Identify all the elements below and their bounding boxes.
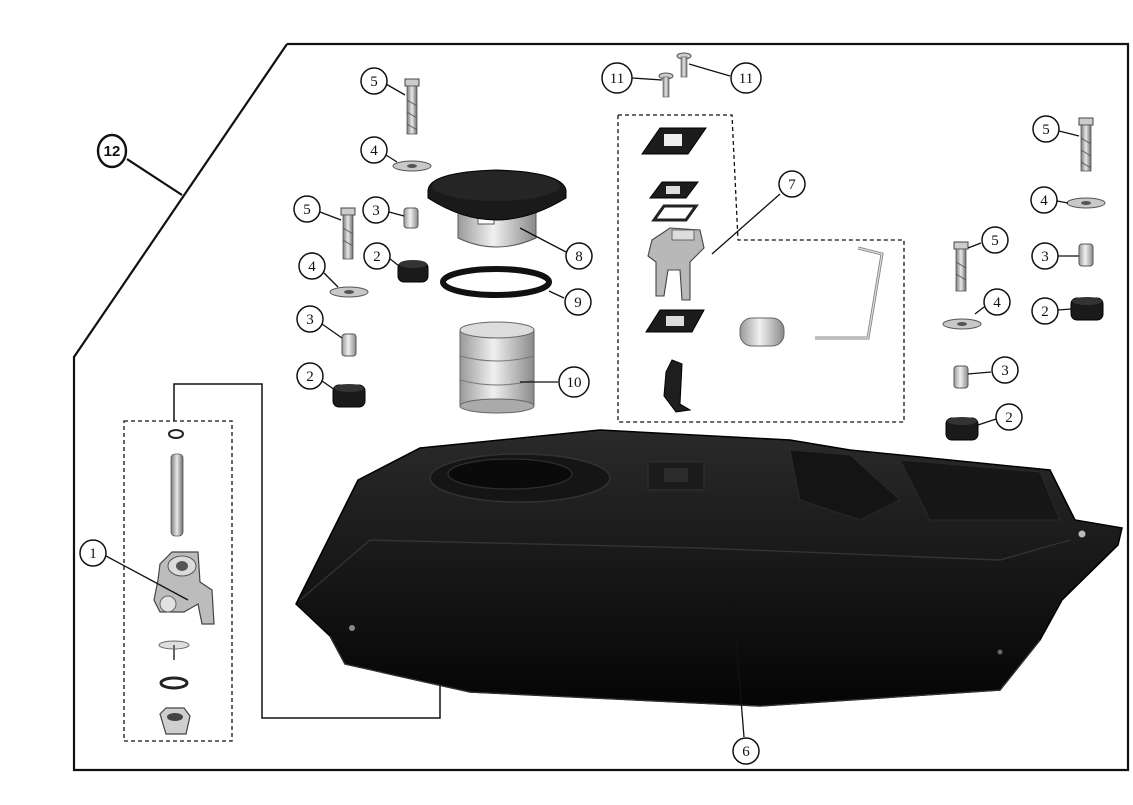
mount-far-left-rubber [332,384,366,408]
callout-label-5a: 5 [370,74,378,90]
callout-8: 8 [519,227,593,270]
callout-10: 10 [520,366,590,398]
callout-label-4d: 4 [1040,193,1048,209]
mount-right-mid-rubber [945,417,979,441]
callout-label-2d: 2 [1041,304,1049,320]
callout-5a: 5 [360,67,406,96]
fuel-cap [427,169,567,248]
callout-6: 6 [732,599,760,765]
fuel-filter-strainer [459,321,535,414]
mount-left-rubber [397,260,429,283]
callout-label-5b: 5 [303,202,311,218]
callout-label-3b: 3 [306,312,314,328]
callout-2d: 2 [1031,297,1072,325]
callout-2c: 2 [977,403,1023,431]
mount-far-left-washer [329,286,369,298]
callout-5d: 5 [1032,115,1080,143]
callout-label-2b: 2 [306,369,314,385]
fuel-tank [295,429,1123,707]
callout-label-3d: 3 [1041,249,1049,265]
callout-5c: 5 [967,226,1009,254]
callout-3a: 3 [362,196,405,224]
callout-label-8: 8 [575,249,583,265]
callout-label-6: 6 [742,744,750,760]
callout-label-5c: 5 [991,233,999,249]
callout-9: 9 [548,288,592,316]
assembly-frame [72,42,1130,772]
callout-12: 12 [96,133,183,196]
callout-label-1: 1 [89,546,97,562]
callout-4c: 4 [974,288,1011,316]
callout-label-7: 7 [788,177,796,193]
callout-label-2a: 2 [373,249,381,265]
mount-far-right-collar [1078,243,1094,267]
mount-right-mid-washer [942,318,982,330]
mount-right-mid-bolt [953,241,969,292]
callout-2a: 2 [363,242,400,270]
mount-far-right-bolt [1078,117,1094,172]
callout-label-11a: 11 [610,71,624,87]
mount-left-collar [403,207,419,229]
screw-11-right [676,52,692,78]
fuel-gauge-group-box [617,114,905,423]
callout-label-4b: 4 [308,259,316,275]
callout-label-3c: 3 [1001,363,1009,379]
mount-far-right-washer [1066,197,1106,209]
mount-far-right-rubber [1070,297,1104,321]
mount-left-bolt [404,78,420,135]
callout-4a: 4 [360,136,398,164]
mount-left-washer [392,160,432,172]
callout-label-4c: 4 [993,295,1001,311]
callout-3c: 3 [967,356,1019,384]
fuel-gauge-parts [641,127,884,413]
callout-11a: 11 [601,62,663,94]
callout-5b: 5 [293,195,342,223]
callout-4d: 4 [1030,186,1069,214]
callout-7: 7 [711,170,806,255]
callout-4b: 4 [298,252,339,288]
fuel-cock-group-box [123,383,441,742]
callout-label-11b: 11 [739,71,753,87]
callout-label-12: 12 [104,143,121,160]
fuel-cock-parts [153,429,215,735]
callout-label-5d: 5 [1042,122,1050,138]
callout-label-4a: 4 [370,143,378,159]
callout-2b: 2 [296,362,336,391]
callout-label-3a: 3 [372,203,380,219]
callout-label-9: 9 [574,295,582,311]
callout-label-2c: 2 [1005,410,1013,426]
mount-far-left-collar [341,333,357,357]
mount-right-mid-collar [953,365,969,389]
callout-3b: 3 [296,305,343,339]
callout-1: 1 [79,539,189,601]
screw-11-left [658,72,674,98]
callout-11b: 11 [688,62,762,94]
mount-far-left-bolt [340,207,356,260]
callout-label-10: 10 [567,375,582,391]
fuel-cap-gasket [440,266,552,298]
callout-3d: 3 [1031,242,1079,270]
